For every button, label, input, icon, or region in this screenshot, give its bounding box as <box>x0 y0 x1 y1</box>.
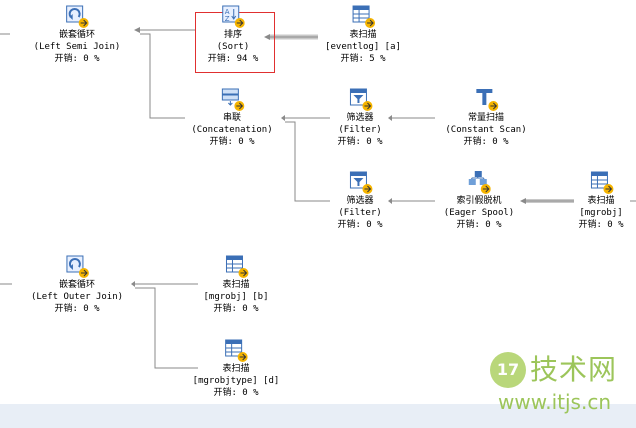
node-cost: 开销: 0 % <box>578 220 624 230</box>
concatenation-icon <box>221 88 244 111</box>
node-nested-loop-left-semi-join[interactable]: 嵌套循环 (Left Semi Join) 开销: 0 % <box>33 4 121 65</box>
watermark-url: www.itjs.cn <box>498 390 611 414</box>
svg-text:A: A <box>225 8 230 16</box>
node-op: (Left Outer Join) <box>30 292 124 302</box>
connector-scand-to-loop <box>135 287 198 369</box>
node-op: [mgrobj] [b] <box>203 292 269 302</box>
node-table-scan-mgrobj-b[interactable]: 表扫描 [mgrobj] [b] 开销: 0 % <box>203 254 269 315</box>
connector-filter2-to-concat <box>285 121 330 202</box>
node-op: (Eager Spool) <box>443 208 515 218</box>
node-cost: 开销: 0 % <box>463 137 509 147</box>
watermark-badge: 17 <box>490 352 526 388</box>
node-cost: 开销: 0 % <box>209 137 255 147</box>
node-name: 表扫描 <box>349 30 377 40</box>
node-nested-loop-left-outer-join[interactable]: 嵌套循环 (Left Outer Join) 开销: 0 % <box>31 254 123 315</box>
sort-icon: A Z <box>222 5 245 28</box>
node-op: (Left Semi Join) <box>33 42 121 52</box>
node-table-scan-mgrobj[interactable]: 表扫描 [mgrobj] 开销: 0 % <box>578 170 624 231</box>
node-op: (Concatenation) <box>191 125 273 135</box>
node-name: 嵌套循环 <box>58 280 95 290</box>
table-scan-icon <box>590 171 613 194</box>
node-name: 筛选器 <box>346 196 374 206</box>
node-cost: 开销: 0 % <box>337 220 383 230</box>
table-scan-icon <box>352 5 375 28</box>
index-spool-icon <box>468 171 491 194</box>
node-name: 索引假脱机 <box>456 196 502 206</box>
nested-loops-icon <box>66 255 89 278</box>
node-op: (Filter) <box>338 125 382 135</box>
connector-concat-to-loop <box>140 33 185 119</box>
node-cost: 开销: 0 % <box>213 304 259 314</box>
node-cost: 开销: 0 % <box>456 220 502 230</box>
table-scan-icon <box>225 255 248 278</box>
node-op: (Sort) <box>216 42 250 52</box>
nested-loops-icon <box>66 5 89 28</box>
node-name: 筛选器 <box>346 113 374 123</box>
node-cost: 开销: 0 % <box>54 304 100 314</box>
bottom-strip <box>0 404 636 428</box>
filter-icon <box>349 88 372 111</box>
node-cost: 开销: 0 % <box>54 54 100 64</box>
node-name: 嵌套循环 <box>58 30 96 40</box>
node-constant-scan[interactable]: 常量扫描 (Constant Scan) 开销: 0 % <box>445 87 527 148</box>
node-cost: 开销: 5 % <box>340 54 386 64</box>
node-op: [mgrobjtype] [d] <box>192 376 280 386</box>
node-name: 表扫描 <box>222 364 250 374</box>
node-op: (Filter) <box>338 208 382 218</box>
node-filter-2[interactable]: 筛选器 (Filter) 开销: 0 % <box>337 170 383 231</box>
node-op: [eventlog] [a] <box>325 42 401 52</box>
watermark: 17 技术网 www.itjs.cn <box>490 352 630 416</box>
svg-text:Z: Z <box>225 15 230 23</box>
node-op: [mgrobj] <box>579 208 623 218</box>
table-scan-icon <box>225 339 248 362</box>
node-name: 串联 <box>222 113 241 123</box>
node-cost: 开销: 94 % <box>207 54 259 64</box>
node-table-scan-mgrobjtype-d[interactable]: 表扫描 [mgrobjtype] [d] 开销: 0 % <box>192 338 280 399</box>
node-name: 表扫描 <box>587 196 615 206</box>
node-name: 排序 <box>223 30 243 40</box>
node-concatenation[interactable]: 串联 (Concatenation) 开销: 0 % <box>191 87 273 148</box>
filter-icon <box>349 171 372 194</box>
node-sort[interactable]: A Z 排序 (Sort) 开销: 94 % <box>207 4 259 65</box>
node-eager-spool[interactable]: 索引假脱机 (Eager Spool) 开销: 0 % <box>444 170 514 231</box>
watermark-name: 技术网 <box>530 353 618 386</box>
node-name: 常量扫描 <box>467 113 504 123</box>
node-cost: 开销: 0 % <box>337 137 383 147</box>
node-cost: 开销: 0 % <box>213 388 259 398</box>
node-op: (Constant Scan) <box>445 125 527 135</box>
node-table-scan-eventlog[interactable]: 表扫描 [eventlog] [a] 开销: 5 % <box>325 4 401 65</box>
constant-scan-icon <box>476 89 498 111</box>
node-filter-1[interactable]: 筛选器 (Filter) 开销: 0 % <box>337 87 383 148</box>
node-name: 表扫描 <box>222 280 250 290</box>
